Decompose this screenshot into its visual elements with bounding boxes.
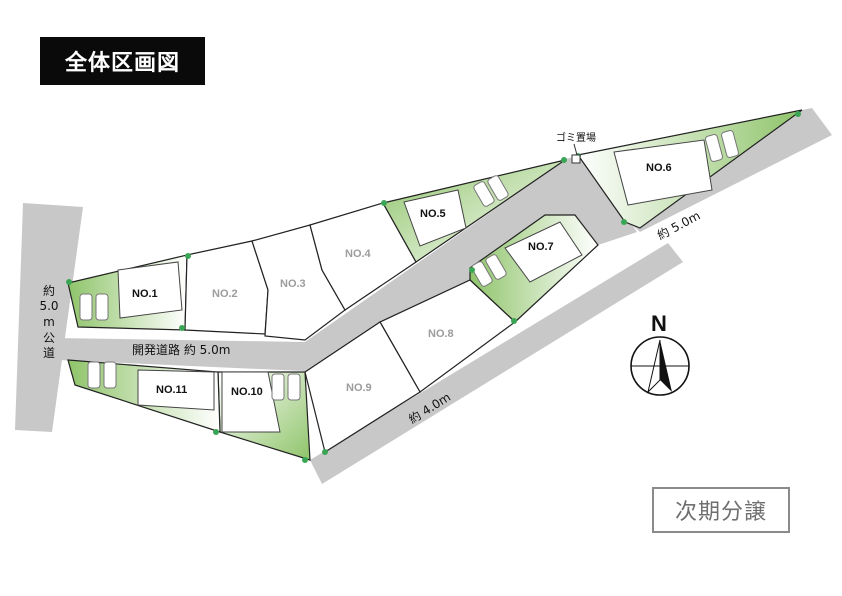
south-road — [310, 243, 683, 484]
development-road — [55, 160, 637, 372]
building-no10 — [221, 371, 281, 433]
parking-spaces — [79, 130, 739, 401]
lot-label-no8: NO.8 — [428, 328, 454, 340]
page-title: 全体区画図 — [40, 37, 205, 85]
lot-label-no5: NO.5 — [420, 208, 446, 220]
lot-label-no2: NO.2 — [212, 288, 238, 300]
north-arrow: N — [630, 311, 690, 396]
west-road-label-line: m — [43, 315, 55, 329]
west-road-label-line: 約 — [43, 283, 55, 298]
lot-label-no7: NO.7 — [528, 241, 554, 253]
building-no5 — [403, 189, 467, 247]
building-no11 — [137, 369, 215, 411]
west-road-label-line: 5.0 — [39, 299, 58, 313]
boundary-markers — [66, 111, 801, 463]
main-road-label: 開発道路 約 5.0m — [132, 342, 230, 357]
garbage-site — [571, 154, 581, 164]
garbage-label: ゴミ置場 — [556, 131, 596, 144]
north-label: N — [651, 311, 667, 336]
building-no7 — [504, 221, 583, 283]
building-no1 — [117, 261, 183, 319]
lot-label-no11: NO.11 — [156, 384, 187, 396]
west-road-label-line: 公 — [43, 331, 55, 345]
lot-label-no9: NO.9 — [346, 382, 372, 394]
lot-no4 — [309, 202, 417, 311]
west-road-label: 約 5.0 m 公 道 — [39, 283, 58, 360]
lot-label-no1: NO.1 — [132, 288, 158, 300]
lot-label-no6: NO.6 — [646, 162, 672, 174]
west-public-road — [15, 203, 83, 432]
lot-label-no10: NO.10 — [231, 386, 263, 398]
next-phase-badge: 次期分譲 — [652, 487, 790, 533]
lot-no9 — [304, 321, 421, 453]
lot-label-no3: NO.3 — [280, 278, 306, 290]
lot-label-no4: NO.4 — [345, 248, 372, 260]
building-no6 — [613, 139, 713, 206]
west-road-label-line: 道 — [43, 346, 55, 360]
buildings — [117, 139, 713, 433]
